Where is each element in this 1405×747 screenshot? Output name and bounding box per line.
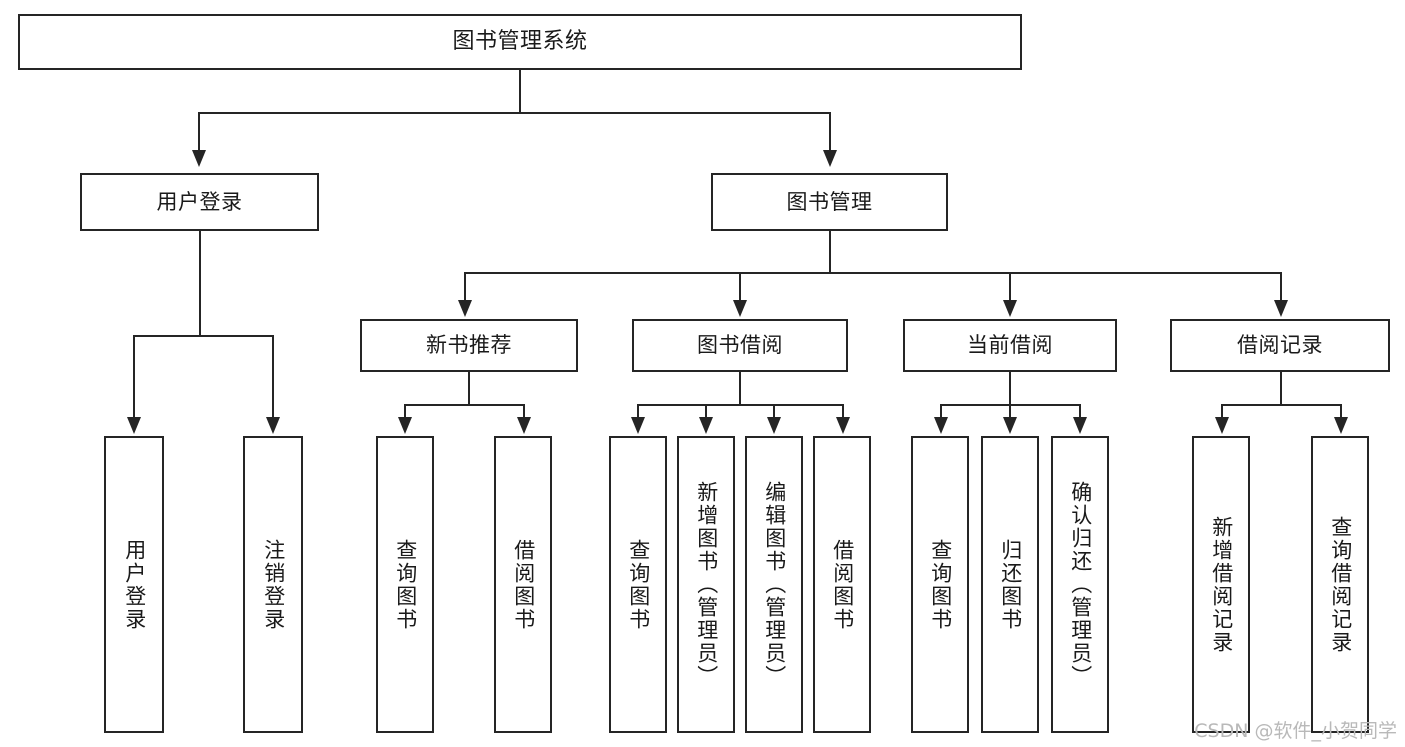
node-current-borrow[interactable]: 当前借阅 [903,319,1117,372]
node-borrow-record[interactable]: 借阅记录 [1170,319,1390,372]
arrow-leaf-logout-login [266,417,280,434]
node-leaf-return-book[interactable]: 归还图书 [981,436,1039,733]
connector-user-login-stem [199,231,201,335]
connector-cb-c2 [1009,404,1011,419]
connector-cb-c3 [1079,404,1081,419]
node-label: 查询借阅记录 [1328,515,1353,654]
connector-root-stem [519,70,521,112]
arrow-leaf-borrow-book-2 [836,417,850,434]
node-label: 当前借阅 [967,333,1053,358]
arrow-to-current-borrow [1003,300,1017,317]
connector-cb-c1 [940,404,942,419]
node-leaf-user-login[interactable]: 用户登录 [104,436,164,733]
arrow-leaf-confirm-return [1073,417,1087,434]
node-leaf-query-book-1[interactable]: 查询图书 [376,436,434,733]
arrow-leaf-borrow-book-1 [517,417,531,434]
node-book-management[interactable]: 图书管理 [711,173,948,231]
node-leaf-edit-book[interactable]: 编辑图书（管理员） [745,436,803,733]
arrow-leaf-query-book-2 [631,417,645,434]
connector-book-borrow-stem [739,372,741,404]
arrow-leaf-edit-book [767,417,781,434]
connector-br-c1 [1221,404,1223,419]
arrow-leaf-return-book [1003,417,1017,434]
arrow-to-new-book-recommend [458,300,472,317]
arrow-leaf-query-book-1 [398,417,412,434]
node-user-login[interactable]: 用户登录 [80,173,319,231]
arrow-leaf-user-login [127,417,141,434]
connector-current-borrow-stem [1009,372,1011,404]
node-label: 确认归还（管理员） [1068,481,1093,688]
node-leaf-add-record[interactable]: 新增借阅记录 [1192,436,1250,733]
arrow-leaf-add-book [699,417,713,434]
connector-user-login-bus [133,335,273,337]
arrow-to-book-management [823,150,837,167]
node-label: 注销登录 [261,538,286,631]
node-leaf-logout-login[interactable]: 注销登录 [243,436,303,733]
node-label: 图书管理系统 [452,28,588,54]
node-label: 查询图书 [393,538,418,631]
connector-book-management-stem [829,231,831,272]
connector-bb-c1 [637,404,639,419]
node-label: 用户登录 [156,189,243,214]
node-label: 编辑图书（管理员） [762,481,787,688]
arrow-leaf-query-book-3 [934,417,948,434]
connector-book-management-bus [464,272,1280,274]
node-leaf-borrow-book-1[interactable]: 借阅图书 [494,436,552,733]
node-label: 新增借阅记录 [1209,515,1234,654]
connector-br-c2 [1340,404,1342,419]
arrow-to-book-borrow [733,300,747,317]
node-leaf-query-book-2[interactable]: 查询图书 [609,436,667,733]
node-label: 查询图书 [626,538,651,631]
node-label: 新增图书（管理员） [694,481,719,688]
node-new-book-recommend[interactable]: 新书推荐 [360,319,578,372]
connector-borrow-record-stem [1280,372,1282,404]
connector-user-login-left [133,335,135,419]
node-label: 借阅图书 [830,538,855,631]
node-leaf-query-record[interactable]: 查询借阅记录 [1311,436,1369,733]
connector-bb-c4 [842,404,844,419]
connector-to-new-book-recommend [464,272,466,302]
node-label: 归还图书 [998,538,1023,631]
arrow-leaf-add-record [1215,417,1229,434]
connector-root-bus [198,112,830,114]
node-label: 新书推荐 [426,333,512,358]
arrow-to-user-login [192,150,206,167]
node-label: 查询图书 [928,538,953,631]
connector-book-borrow-bus [637,404,843,406]
connector-to-book-borrow [739,272,741,302]
connector-new-book-recommend-stem [468,372,470,404]
node-book-borrow[interactable]: 图书借阅 [632,319,848,372]
connector-new-book-recommend-bus [404,404,524,406]
node-root-system[interactable]: 图书管理系统 [18,14,1022,70]
node-label: 借阅图书 [511,538,536,631]
connector-to-user-login [198,112,200,152]
connector-to-current-borrow [1009,272,1011,302]
connector-user-login-right [272,335,274,419]
connector-to-book-management [829,112,831,152]
arrow-to-borrow-record [1274,300,1288,317]
node-label: 图书借阅 [697,333,783,358]
node-label: 用户登录 [122,538,147,631]
connector-bb-c3 [773,404,775,419]
connector-borrow-record-bus [1221,404,1341,406]
node-label: 图书管理 [786,189,873,214]
node-leaf-query-book-3[interactable]: 查询图书 [911,436,969,733]
connector-nbr-c2 [523,404,525,419]
node-leaf-borrow-book-2[interactable]: 借阅图书 [813,436,871,733]
connector-to-borrow-record [1280,272,1282,302]
node-leaf-add-book[interactable]: 新增图书（管理员） [677,436,735,733]
node-label: 借阅记录 [1237,333,1323,358]
node-leaf-confirm-return[interactable]: 确认归还（管理员） [1051,436,1109,733]
connector-bb-c2 [705,404,707,419]
arrow-leaf-query-record [1334,417,1348,434]
connector-nbr-c1 [404,404,406,419]
